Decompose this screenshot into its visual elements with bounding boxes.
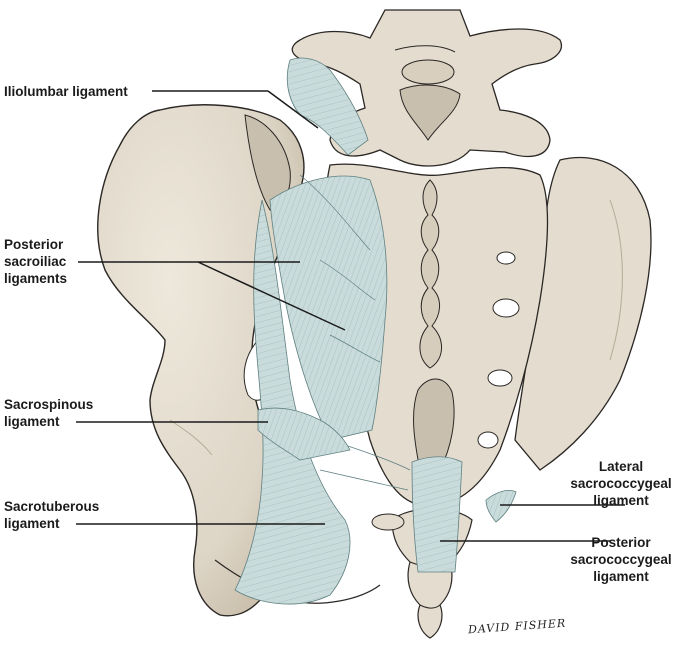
label-posterior-sacroiliac-ligaments: Posterior sacroiliac ligaments [4,237,68,286]
leader-lines [76,90,625,542]
label-lateral-sacrococcygeal-ligament: Lateral sacrococcygeal ligament [570,459,672,508]
leader-sacroiliac-b [197,261,346,331]
ligaments [234,57,517,605]
label-sacrotuberous-ligament: Sacrotuberous ligament [4,499,100,531]
label-posterior-sacrococcygeal-ligament: Posterior sacrococcygeal ligament [570,535,672,584]
label-iliolumbar-ligament: Iliolumbar ligament [4,84,128,99]
leader-iliolumbar-b [267,90,319,129]
label-sacrospinous-ligament: Sacrospinous ligament [4,397,94,429]
